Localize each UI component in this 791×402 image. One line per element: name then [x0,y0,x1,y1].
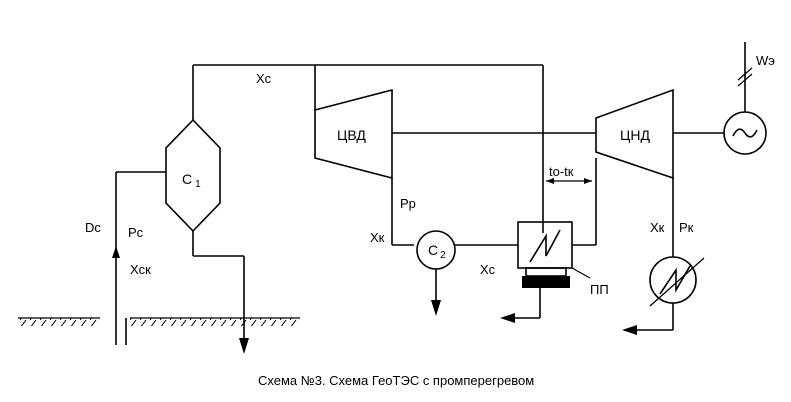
label-xck: Хск [130,262,151,277]
label-pc: Рс [128,225,144,240]
label-cnd: ЦНД [620,127,650,143]
condenser [636,178,705,331]
down-arrow-c2 [431,300,441,316]
left-arrow-reheater [500,313,515,323]
caption: Схема №3. Схема ГеоТЭС с промперегревом [258,373,534,388]
to-tk-dimension [546,178,592,184]
turbine-links [391,132,596,246]
label-to-tk: to-tк [549,164,574,179]
label-pp: Рр [400,196,416,211]
well-pipes [115,171,166,345]
left-arrow-condenser [622,325,637,335]
label-xc-bottom: Хс [480,262,496,277]
label-cvd: ЦВД [337,127,366,143]
label-dc: Dс [85,220,101,235]
up-arrow [112,246,120,258]
label-xk-right: Хк [650,220,665,235]
c1-drain [192,231,245,340]
ground [18,317,300,326]
separator-c1 [165,118,221,233]
label-pk: Рк [679,220,694,235]
reheater-pp [510,221,591,319]
generator [673,42,767,155]
label-w: Wэ [756,53,775,68]
label-xc-top: Хс [256,71,272,86]
label-pp-reheater: ПП [590,282,609,297]
down-arrow-c1 [239,338,249,354]
label-xk-left: Хк [370,230,385,245]
steam-lines [192,64,544,233]
